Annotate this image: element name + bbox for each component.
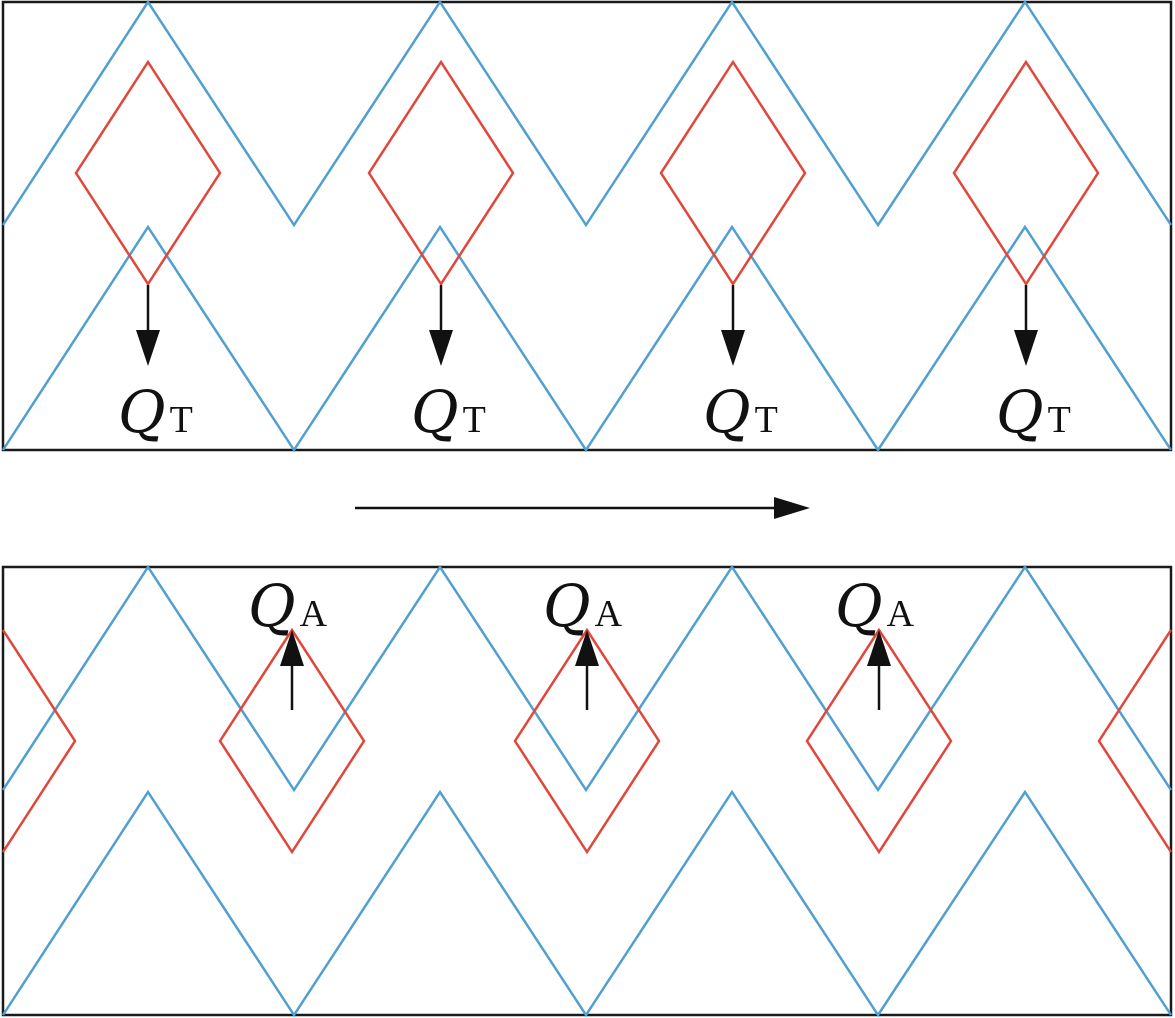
bottom-lower-zigzag [1, 789, 1173, 1018]
top-upper-zigzag [1, 0, 1173, 228]
bottom-cell-1 [1, 629, 77, 853]
heat-flow-arrow-down-1 [136, 285, 160, 366]
bottom-cell-5 [1097, 629, 1173, 853]
bottom-cell-2 [218, 627, 366, 855]
heat-flow-arrow-down-3 [721, 285, 745, 366]
heat-flow-arrow-down-4 [1014, 285, 1038, 366]
heat-flow-arrow-up-2 [575, 630, 599, 710]
heat-flow-arrow-up-1 [280, 630, 304, 710]
heat-flow-arrow-down-2 [429, 285, 453, 366]
bottom-upper-zigzag [1, 564, 1173, 793]
direction-arrow [355, 497, 810, 519]
bottom-cell-4 [805, 627, 953, 855]
bottom-cells [1, 627, 1173, 855]
direction-arrow-head [774, 497, 810, 519]
top-cell-1 [74, 59, 222, 287]
bottom-cell-3 [513, 627, 661, 855]
heat-flow-arrow-up-3 [867, 630, 891, 710]
top-cell-3 [659, 59, 807, 287]
top-cell-4 [952, 59, 1100, 287]
top-cells [74, 59, 1100, 287]
top-cell-2 [367, 59, 515, 287]
top-lower-zigzag [1, 224, 1173, 453]
